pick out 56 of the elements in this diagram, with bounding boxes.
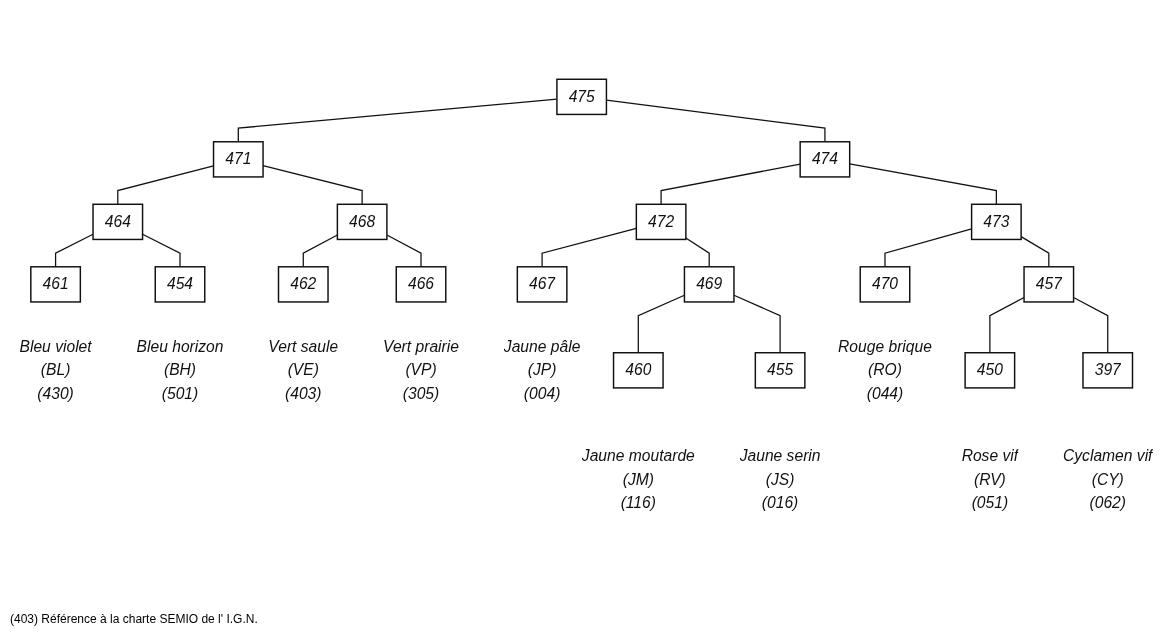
connector xyxy=(541,227,637,268)
connector xyxy=(849,163,997,205)
node-label: (116) xyxy=(620,494,656,511)
node-label: (VP) xyxy=(405,361,437,379)
node-label: (CY) xyxy=(1091,470,1124,488)
node-box: 473 xyxy=(970,203,1022,241)
node-label: (062) xyxy=(1089,494,1126,511)
node-box: 467 xyxy=(516,266,568,303)
node-label: (RO) xyxy=(868,361,902,379)
node-label: (BL) xyxy=(40,361,71,379)
node-box: 457 xyxy=(1023,266,1075,303)
connector xyxy=(685,237,710,268)
connector xyxy=(302,234,338,268)
node-label: (305) xyxy=(402,384,440,402)
node-label: (JP) xyxy=(527,361,557,379)
node-box: 466 xyxy=(395,266,447,303)
node-label: Vert prairie xyxy=(383,338,459,355)
node-label: Jaune moutarde xyxy=(581,447,695,465)
node-box: 474 xyxy=(799,141,851,178)
node-box: 450 xyxy=(964,352,1016,389)
node-label: (501) xyxy=(161,384,199,402)
node-label: Rouge brique xyxy=(838,338,932,355)
node-box: 468 xyxy=(336,203,388,241)
node-box: 462 xyxy=(277,266,329,303)
node-label: (430) xyxy=(37,384,74,402)
connector xyxy=(660,163,801,205)
node-label: (044) xyxy=(866,384,904,402)
node-label: Jaune pâle xyxy=(503,338,581,355)
node-label: (VE) xyxy=(287,361,319,379)
connector xyxy=(386,234,422,268)
node-box: 470 xyxy=(859,266,911,303)
node-box: 469 xyxy=(683,266,735,303)
footnote: (403) Référence à la charte SEMIO de l' I.G.N. xyxy=(10,612,258,626)
node-label: (RV) xyxy=(973,470,1006,488)
node-box: 455 xyxy=(754,352,806,389)
node-box: 472 xyxy=(635,203,687,241)
node-label: Bleu horizon xyxy=(136,338,224,355)
node-label: (051) xyxy=(971,494,1009,511)
node-label: Bleu violet xyxy=(19,338,92,355)
connector xyxy=(1020,236,1050,268)
node-box: 464 xyxy=(92,203,144,241)
node-box: 454 xyxy=(154,266,206,303)
node-label: (JM) xyxy=(622,470,654,488)
node-label: (004) xyxy=(523,384,561,402)
node-label: Jaune serin xyxy=(739,447,821,465)
node-label: Vert saule xyxy=(268,338,339,355)
node-box: 460 xyxy=(612,352,664,389)
node-box: 461 xyxy=(30,266,82,303)
node-label: (BH) xyxy=(163,361,197,379)
node-label: (403) xyxy=(285,384,322,402)
node-box: 471 xyxy=(212,141,264,178)
connector xyxy=(54,233,94,268)
node-label: (JS) xyxy=(765,470,795,488)
node-box: 397 xyxy=(1082,352,1134,389)
node-label: (016) xyxy=(761,494,799,511)
node-box: 475 xyxy=(556,78,608,116)
